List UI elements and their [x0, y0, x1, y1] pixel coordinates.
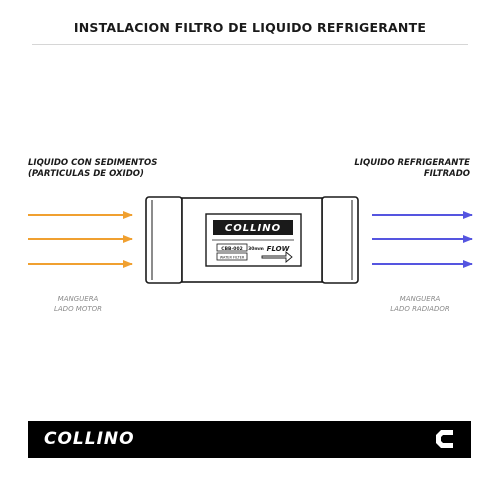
inlet-arrows	[28, 211, 133, 268]
inlet-hose-line1: MANGUERA	[57, 295, 99, 303]
filter-model-text: CBB-002	[221, 246, 242, 252]
outlet-label-line2: FILTRADO	[423, 169, 470, 179]
filter-size-text: 30mm	[248, 246, 264, 252]
outlet-label-line1: LIQUIDO REFRIGERANTE	[354, 158, 470, 168]
inlet-label-line1: LIQUIDO CON SEDIMENTOS	[28, 158, 158, 168]
inlet-label-line2: (PARTICULAS DE OXIDO)	[28, 169, 144, 179]
filter-right-cap	[321, 196, 359, 284]
page-title: INSTALACION FILTRO DE LIQUIDO REFRIGERAN…	[73, 20, 427, 35]
outlet-label: LIQUIDO REFRIGERANTE FILTRADO	[340, 158, 470, 180]
footer-brand-logo: COLLINO	[44, 429, 135, 449]
filter-brand-text: COLLINO	[225, 223, 281, 234]
outlet-arrows	[372, 211, 473, 268]
inlet-hose-line2: LADO MOTOR	[53, 304, 102, 313]
outlet-hose-line2: LADO RADIADOR	[390, 304, 450, 313]
outlet-hose-line1: MANGUERA	[399, 295, 441, 303]
filter-left-cap	[145, 196, 183, 284]
brand-footer: COLLINO	[28, 421, 471, 458]
outlet-hose-label: MANGUERA LADO RADIADOR	[370, 295, 470, 314]
inlet-label: LIQUIDO CON SEDIMENTOS (PARTICULAS DE OX…	[28, 158, 178, 180]
water-filter	[145, 196, 359, 284]
inlet-hose-label: MANGUERA LADO MOTOR	[28, 295, 128, 314]
filter-subtitle-text: WATER FILTER	[220, 256, 245, 260]
title-divider	[32, 44, 468, 45]
collino-c-logo-icon	[436, 430, 453, 448]
filter-flow-text: FLOW	[267, 245, 290, 253]
